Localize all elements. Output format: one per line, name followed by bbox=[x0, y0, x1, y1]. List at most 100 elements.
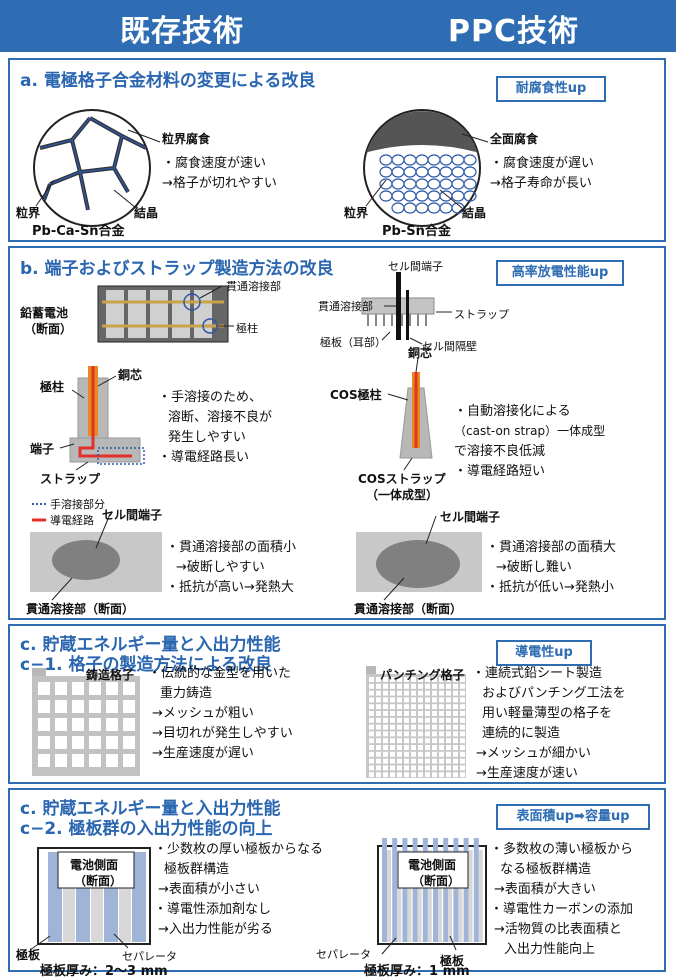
legend-hand-weld: 手溶接部分 bbox=[50, 498, 105, 511]
right-alloy-label: Pb-Sn合金 bbox=[382, 224, 451, 239]
right-column-title: PPC技術 bbox=[448, 14, 579, 49]
left-terminal-label: 端子 bbox=[30, 442, 55, 456]
section-a-panel: a. 電極格子合金材料の変更による改良 耐腐食性up 粒界腐食 bbox=[8, 58, 666, 242]
c1-left-line-5: →生産速度が遅い bbox=[152, 746, 254, 761]
section-b-badge: 高率放電性能up bbox=[496, 260, 624, 286]
right-cos-strap-label: COSストラップ bbox=[358, 472, 446, 486]
left-weld-line-2: →破断しやすい bbox=[176, 560, 265, 575]
c1-right-line-4: 連続的に製造 bbox=[482, 726, 561, 741]
left-line-1: ・腐食速度が速い bbox=[162, 156, 267, 171]
c2-right-line-2: なる極板群構造 bbox=[500, 862, 592, 877]
c1-left-line-1: ・伝統的な金型を用いた bbox=[148, 666, 292, 681]
right-weld-line-3: ・抵抗が低い→発熱小 bbox=[486, 580, 614, 595]
right-b-line-2: （cast-on strap）一体成型 bbox=[454, 424, 606, 438]
c1-left-line-4: →目切れが発生しやすい bbox=[152, 726, 293, 741]
cast-grid-label: 鋳造格子 bbox=[86, 668, 135, 682]
left-b-line-4: ・導電経路長い bbox=[158, 450, 250, 465]
section-b-panel: b. 端子およびストラップ製造方法の改良 高率放電性能up bbox=[8, 246, 666, 620]
c1-left-line-3: →メッシュが粗い bbox=[152, 706, 254, 721]
c1-right-line-5: →メッシュが細かい bbox=[476, 746, 591, 761]
right-weld-line-2: →破断し難い bbox=[496, 560, 572, 575]
right-weld-line-1: ・貫通溶接部の面積大 bbox=[486, 540, 617, 555]
grain-structure-illustrations bbox=[33, 109, 489, 227]
battery-label-line2: （断面） bbox=[24, 322, 73, 336]
grid-illustrations bbox=[32, 666, 466, 778]
punch-grid-label: パンチング格子 bbox=[380, 668, 465, 682]
c2-right-line-1: ・多数枚の薄い極板から bbox=[490, 842, 634, 857]
c2-left-line-2: 極板群構造 bbox=[164, 862, 230, 877]
ppc-weld-label: 貫通溶接部 bbox=[318, 300, 373, 313]
c1-right-line-6: →生産速度が速い bbox=[476, 766, 578, 781]
c1-left-line-2: 重力鋳造 bbox=[160, 686, 213, 701]
right-callout-general-corrosion: 全面腐食 bbox=[490, 132, 539, 146]
right-core-label: 銅芯 bbox=[408, 346, 433, 360]
right-b-line-3: で溶接不良低減 bbox=[454, 444, 546, 459]
ppc-partition-label: セル間隔壁 bbox=[422, 340, 477, 353]
left-strap-label: ストラップ bbox=[40, 472, 101, 486]
battery-callout-weld: 貫通溶接部 bbox=[226, 280, 281, 293]
right-b-line-4: ・導電経路短い bbox=[454, 464, 546, 479]
right-label-crystal: 結晶 bbox=[462, 206, 487, 220]
right-separator-label: セパレータ bbox=[316, 948, 371, 961]
c2-left-line-4: ・導電性添加剤なし bbox=[154, 902, 272, 917]
ppc-cell-terminal-label: セル間端子 bbox=[388, 260, 443, 273]
left-b-line-1: ・手溶接のため、 bbox=[158, 390, 263, 405]
section-c1-subtitle: c−1. 格子の製造方法による改良 bbox=[20, 655, 273, 675]
section-b-illustrations bbox=[30, 272, 482, 601]
section-a-title: a. 電極格子合金材料の変更による改良 bbox=[20, 71, 316, 91]
left-weld-terminal-label: セル間端子 bbox=[102, 508, 163, 522]
left-box-label-2: （断面） bbox=[74, 874, 123, 888]
right-weld-terminal-label: セル間端子 bbox=[440, 510, 501, 524]
left-label-crystal: 結晶 bbox=[134, 206, 159, 220]
c2-right-line-4: ・導電性カーボンの添加 bbox=[490, 902, 634, 917]
c2-right-line-5: →活物質の比表面積と bbox=[494, 922, 622, 937]
section-c1-panel: c. 貯蔵エネルギー量と入出力性能 c−1. 格子の製造方法による改良 導電性u… bbox=[8, 624, 666, 784]
left-callout-grain-corrosion: 粒界腐食 bbox=[162, 132, 211, 146]
section-c2-panel: c. 貯蔵エネルギー量と入出力性能 c−2. 極板群の入出力性能の向上 表面積u… bbox=[8, 788, 666, 979]
c2-right-line-6: 入出力性能向上 bbox=[504, 942, 596, 957]
ppc-strap-label: ストラップ bbox=[454, 308, 509, 321]
right-label-boundary: 粒界 bbox=[344, 206, 369, 220]
right-b-line-1: ・自動溶接化による bbox=[454, 404, 571, 419]
section-b-title: b. 端子およびストラップ製造方法の改良 bbox=[20, 259, 334, 279]
right-cos-post-label: COS極柱 bbox=[330, 388, 382, 402]
legend-conduction-path: 導電経路 bbox=[50, 514, 94, 527]
left-b-line-3: 発生しやすい bbox=[168, 430, 246, 445]
ppc-plate-ear-label: 極板（耳部） bbox=[320, 336, 386, 349]
right-cos-strap-sub: （一体成型） bbox=[366, 488, 439, 502]
battery-callout-post: 極柱 bbox=[236, 322, 258, 335]
battery-label-line1: 鉛蓄電池 bbox=[20, 306, 69, 320]
left-weld-line-1: ・貫通溶接部の面積小 bbox=[166, 540, 297, 555]
left-alloy-label: Pb-Ca-Sn合金 bbox=[32, 224, 125, 239]
left-thickness-label: 極板厚み：2〜3 mm bbox=[40, 964, 168, 979]
left-label-boundary: 粒界 bbox=[16, 206, 41, 220]
right-box-label-1: 電池側面 bbox=[408, 858, 457, 872]
c1-right-line-2: およびパンチング工法を bbox=[482, 686, 626, 701]
left-b-line-2: 溶断、溶接不良が bbox=[168, 410, 273, 425]
left-line-2: →格子が切れやすい bbox=[162, 176, 277, 191]
left-post-label: 極柱 bbox=[40, 380, 65, 394]
left-column-title: 既存技術 bbox=[120, 14, 244, 49]
right-thickness-label: 極板厚み：1 mm bbox=[364, 964, 470, 979]
right-line-1: ・腐食速度が遅い bbox=[490, 156, 595, 171]
section-c2-subtitle: c−2. 極板群の入出力性能の向上 bbox=[20, 819, 273, 839]
c2-left-line-1: ・少数枚の厚い極板からなる bbox=[154, 842, 324, 857]
section-c2-title: c. 貯蔵エネルギー量と入出力性能 bbox=[20, 799, 281, 819]
c2-left-line-5: →入出力性能が劣る bbox=[158, 922, 273, 937]
right-box-label-2: （断面） bbox=[412, 874, 461, 888]
left-box-label-1: 電池側面 bbox=[70, 858, 119, 872]
section-a-badge: 耐腐食性up bbox=[496, 76, 606, 102]
c2-right-line-3: →表面積が大きい bbox=[494, 882, 596, 897]
right-line-2: →格子寿命が長い bbox=[490, 176, 592, 191]
header-bar: 既存技術 PPC技術 bbox=[0, 0, 676, 52]
left-weld-section-label: 貫通溶接部（断面） bbox=[26, 602, 135, 616]
left-core-label: 銅芯 bbox=[118, 368, 143, 382]
section-c1-badge: 導電性up bbox=[496, 640, 592, 666]
left-plate-label: 極板 bbox=[16, 948, 41, 962]
left-separator-label: セパレータ bbox=[122, 950, 177, 963]
c2-left-line-3: →表面積が小さい bbox=[158, 882, 260, 897]
left-weld-line-3: ・抵抗が高い→発熱大 bbox=[166, 580, 294, 595]
c1-right-line-3: 用い軽量薄型の格子を bbox=[482, 706, 613, 721]
right-plate-label: 極板 bbox=[440, 954, 465, 968]
